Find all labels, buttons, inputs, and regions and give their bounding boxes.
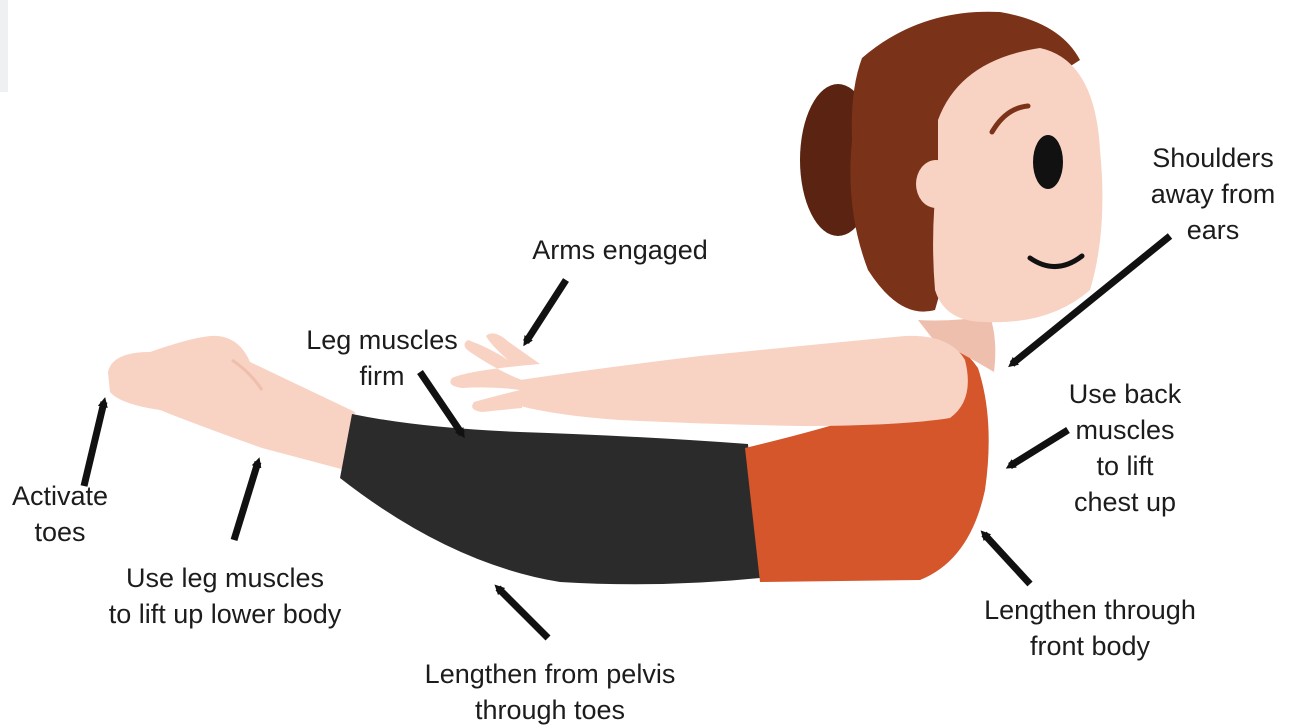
eye <box>1033 135 1063 189</box>
arm-shape <box>520 336 968 426</box>
arrow-arms <box>526 280 566 342</box>
label-back-muscles: Use back muscles to lift chest up <box>1040 376 1210 520</box>
label-activate-toes: Activate toes <box>0 478 120 550</box>
label-arms-engaged: Arms engaged <box>505 232 735 268</box>
label-pelvis-toes: Lengthen from pelvis through toes <box>395 656 705 728</box>
arrow-pelvis <box>498 588 548 638</box>
arrow-use-legs <box>234 462 258 540</box>
label-front-body: Lengthen through front body <box>955 592 1225 664</box>
label-leg-muscles-firm: Leg muscles firm <box>282 322 482 394</box>
arrow-toes <box>84 402 104 486</box>
label-shoulders: Shoulders away from ears <box>1128 140 1298 248</box>
face <box>933 48 1102 322</box>
ear <box>916 160 956 208</box>
pants-shape <box>340 414 760 584</box>
arrow-front <box>984 534 1030 584</box>
label-use-leg-muscles: Use leg muscles to lift up lower body <box>60 560 390 632</box>
